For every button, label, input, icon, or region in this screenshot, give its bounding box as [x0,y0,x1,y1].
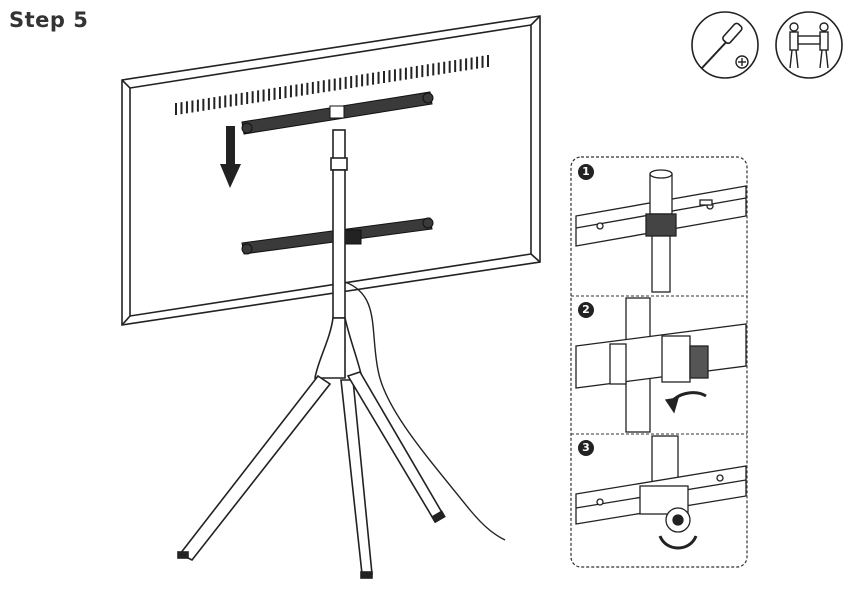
power-cable [344,281,506,541]
step-title: Step 5 [9,8,89,32]
screwdriver-icon [691,11,759,79]
detail-panel [570,156,748,568]
tv-stand-illustration [121,15,541,579]
top-mounting-bracket [241,91,434,135]
down-arrow-icon [220,126,241,188]
detail-2-number: 2 [578,302,594,318]
vent-slots [175,55,489,115]
two-person-lift-icon [775,11,843,79]
detail-3-illustration [575,435,747,550]
detail-2-illustration [575,297,747,433]
detail-3-number: 3 [578,440,594,456]
tripod-legs [177,317,446,579]
detail-1-number: 1 [578,164,594,180]
stand-pole [330,129,348,319]
detail-1-illustration [575,169,747,293]
